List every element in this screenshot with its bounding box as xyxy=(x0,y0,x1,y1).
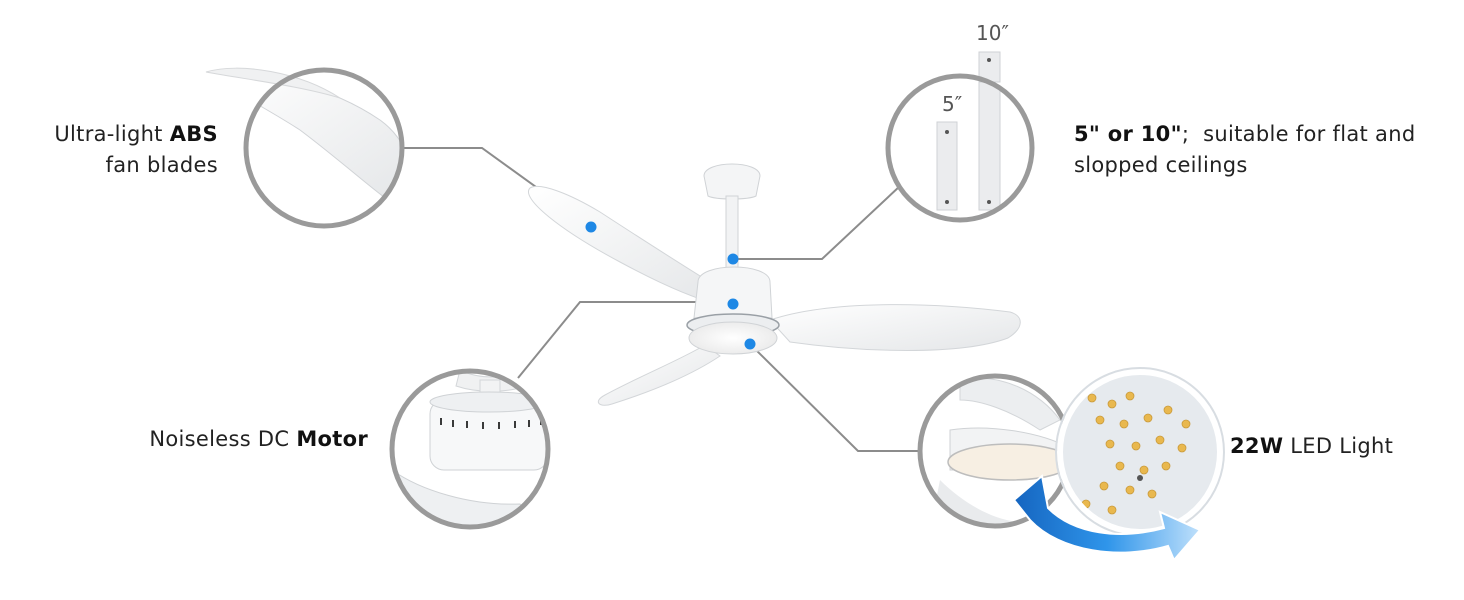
blades-line2: fan blades xyxy=(105,153,218,177)
feature-downrod: 5" or 10"; suitable for flat and slopped… xyxy=(1074,119,1415,181)
light-suffix: LED Light xyxy=(1283,434,1394,458)
fan-blade-lower xyxy=(597,344,721,406)
detail-led-closeup xyxy=(1055,367,1225,537)
fan-body xyxy=(528,163,1021,406)
downrod-bold: 5" or 10" xyxy=(1074,122,1182,146)
feature-light: 22W LED Light xyxy=(1230,431,1393,462)
marker-light xyxy=(744,338,756,350)
motor-prefix: Noiseless DC xyxy=(149,427,297,451)
light-bold: 22W xyxy=(1230,434,1284,458)
fan-light-lens xyxy=(688,321,778,355)
fan-motor-housing xyxy=(693,266,773,319)
blades-prefix: Ultra-light xyxy=(54,122,170,146)
fan-blade-right xyxy=(769,304,1021,351)
marker-motor xyxy=(727,298,739,310)
motor-bold: Motor xyxy=(296,427,368,451)
marker-downrod xyxy=(727,253,739,265)
downrod-line2: slopped ceilings xyxy=(1074,153,1248,177)
downrod-long-label: 10″ xyxy=(976,21,1009,45)
marker-blades xyxy=(585,221,597,233)
detail-blades xyxy=(205,67,405,229)
downrod-short-label: 5″ xyxy=(942,92,962,116)
feature-motor: Noiseless DC Motor xyxy=(149,424,368,455)
downrod-suffix: ; suitable for flat and xyxy=(1181,122,1416,146)
fan-blade-left xyxy=(528,186,727,306)
detail-motor xyxy=(389,368,551,530)
downrod-short xyxy=(936,121,958,211)
leader-downrod xyxy=(733,185,901,260)
leader-light xyxy=(749,343,920,452)
downrod-long xyxy=(978,76,1001,211)
blades-bold: ABS xyxy=(169,122,218,146)
detail-light xyxy=(917,373,1073,529)
detail-downrod: 5″ 10″ xyxy=(885,21,1035,223)
feature-blades: Ultra-light ABS fan blades xyxy=(54,119,218,181)
light-arrow-icon xyxy=(1012,474,1202,562)
fan-canopy xyxy=(703,163,761,200)
markers xyxy=(585,221,756,350)
leader-motor xyxy=(517,301,732,379)
